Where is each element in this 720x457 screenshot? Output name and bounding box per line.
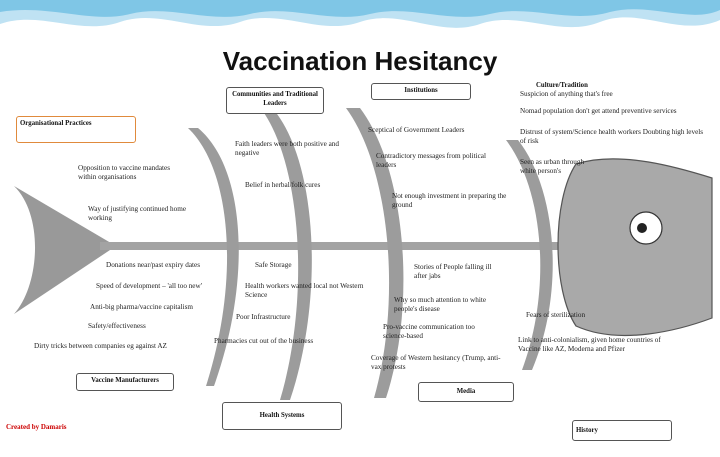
wave-top-mid: [0, 0, 720, 17]
cause-vm-2: Speed of development – 'all too new': [96, 282, 202, 290]
cause-vm-1: Donations near/past expiry dates: [106, 261, 201, 269]
cause-culture-1: Suspicion of anything that's free: [520, 90, 613, 98]
cause-hs-2: Health workers wanted local not Western …: [245, 282, 364, 299]
category-label: History: [576, 427, 598, 434]
category-label: Institutions: [404, 87, 438, 94]
cause-hs-1: Safe Storage: [255, 261, 292, 269]
category-organisational-practices: Organisational Practices: [16, 116, 136, 143]
cause-org-2: Way of justifying continued home working: [88, 205, 187, 222]
cause-history-2: Link to anti-colonialism, given home cou…: [518, 336, 661, 353]
cause-vm-4: Safety/effectiveness: [88, 322, 146, 330]
fish-tail: [14, 186, 116, 314]
cause-media-2: Why so much attention to white people's …: [394, 296, 487, 313]
cause-culture-3: Distrust of system/Science health worker…: [520, 128, 704, 145]
bone-1: [188, 128, 239, 386]
cause-history-1: Fears of sterilization: [526, 311, 586, 319]
category-health-systems: Health Systems: [222, 402, 342, 430]
fish-spine: [100, 242, 570, 250]
category-communities: Communities and Traditional Leaders: [226, 87, 324, 114]
category-history: History: [572, 420, 672, 441]
category-institutions: Institutions: [371, 83, 471, 100]
cause-media-1: Stories of People falling ill after jabs: [414, 263, 492, 280]
category-label: Health Systems: [259, 412, 305, 419]
cause-culture-2: Nomad population don't get attend preven…: [520, 107, 677, 115]
category-label: Vaccine Manufacturers: [91, 377, 159, 384]
cause-comm-1: Faith leaders were both positive and neg…: [235, 140, 339, 157]
cause-hs-3: Poor Infrastructure: [236, 313, 291, 321]
cause-media-3: Pro-vaccine communication too science-ba…: [383, 323, 475, 340]
category-label: Organisational Practices: [20, 120, 92, 127]
cause-inst-3: Not enough investment in preparing the g…: [392, 192, 507, 209]
bone-2: [262, 110, 312, 400]
cause-inst-1: Sceptical of Government Leaders: [368, 126, 465, 134]
bone-3: [346, 108, 404, 398]
cause-hs-4: Pharmacies cut out of the business: [214, 337, 314, 345]
cause-vm-3: Anti-big pharma/vaccine capitalism: [90, 303, 193, 311]
cause-culture-4: Seen as urban through white person's: [520, 158, 585, 175]
fish-head: [557, 158, 713, 337]
category-label: Communities and Traditional Leaders: [232, 91, 318, 107]
category-vaccine-manufacturers: Vaccine Manufacturers: [76, 373, 174, 391]
category-culture-tradition: Culture/Tradition: [536, 82, 588, 89]
category-media: Media: [418, 382, 514, 402]
bone-4: [506, 140, 553, 370]
cause-comm-2: Belief in herbal/folk cures: [245, 181, 321, 189]
category-label: Media: [456, 388, 476, 395]
credit-text: Created by Damaris: [6, 423, 67, 431]
fish-pupil: [637, 223, 647, 233]
cause-inst-2: Contradictory messages from political le…: [376, 152, 486, 169]
cause-org-1: Opposition to vaccine mandates within or…: [78, 164, 171, 181]
cause-vm-5: Dirty tricks between companies eg agains…: [34, 342, 167, 350]
cause-media-4: Coverage of Western hesitancy (Trump, an…: [371, 354, 501, 371]
diagram-title: Vaccination Hesitancy: [222, 46, 498, 76]
